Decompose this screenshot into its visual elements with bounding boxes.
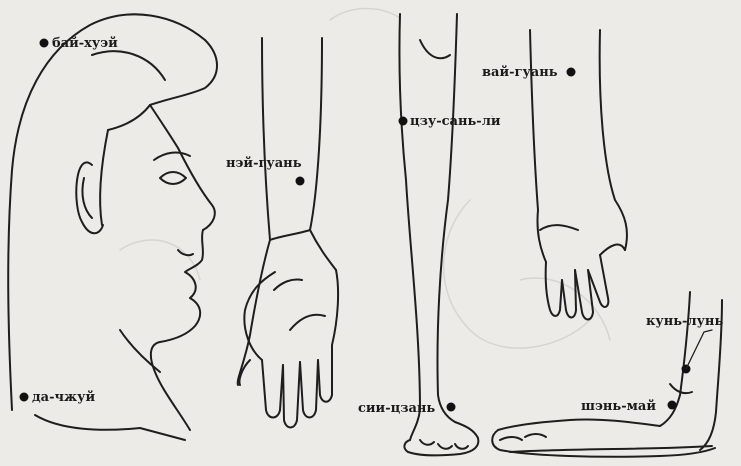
- label-wai-guan: вай-гуань: [482, 66, 558, 79]
- si-guan-marker: [447, 403, 456, 412]
- label-bai-hui: бай-хуэй: [52, 37, 118, 50]
- zu-san-li-marker: [399, 117, 408, 126]
- shen-mai-marker: [668, 401, 677, 410]
- label-zu-san-li: цзу-сань-ли: [410, 115, 501, 128]
- label-shen-mai: шэнь-май: [581, 400, 656, 413]
- label-kun-lun: кунь-лунь: [646, 315, 723, 328]
- head-figure: [8, 14, 217, 440]
- arm-hand-figure: [238, 38, 338, 428]
- label-si-guan: сии-цзань: [358, 402, 435, 415]
- da-chzhui-marker: [20, 393, 29, 402]
- point-markers: [20, 39, 691, 412]
- leader-lines: [686, 330, 712, 369]
- wai-guan-marker: [567, 68, 576, 77]
- label-da-chzhui: да-чжуй: [32, 391, 95, 404]
- label-nei-guan: нэй-гуань: [226, 157, 302, 170]
- hand-ankle-figure: [492, 30, 722, 457]
- nei-guan-marker: [296, 177, 305, 186]
- bai-hui-marker: [40, 39, 49, 48]
- leg-foot-figure: [399, 14, 478, 455]
